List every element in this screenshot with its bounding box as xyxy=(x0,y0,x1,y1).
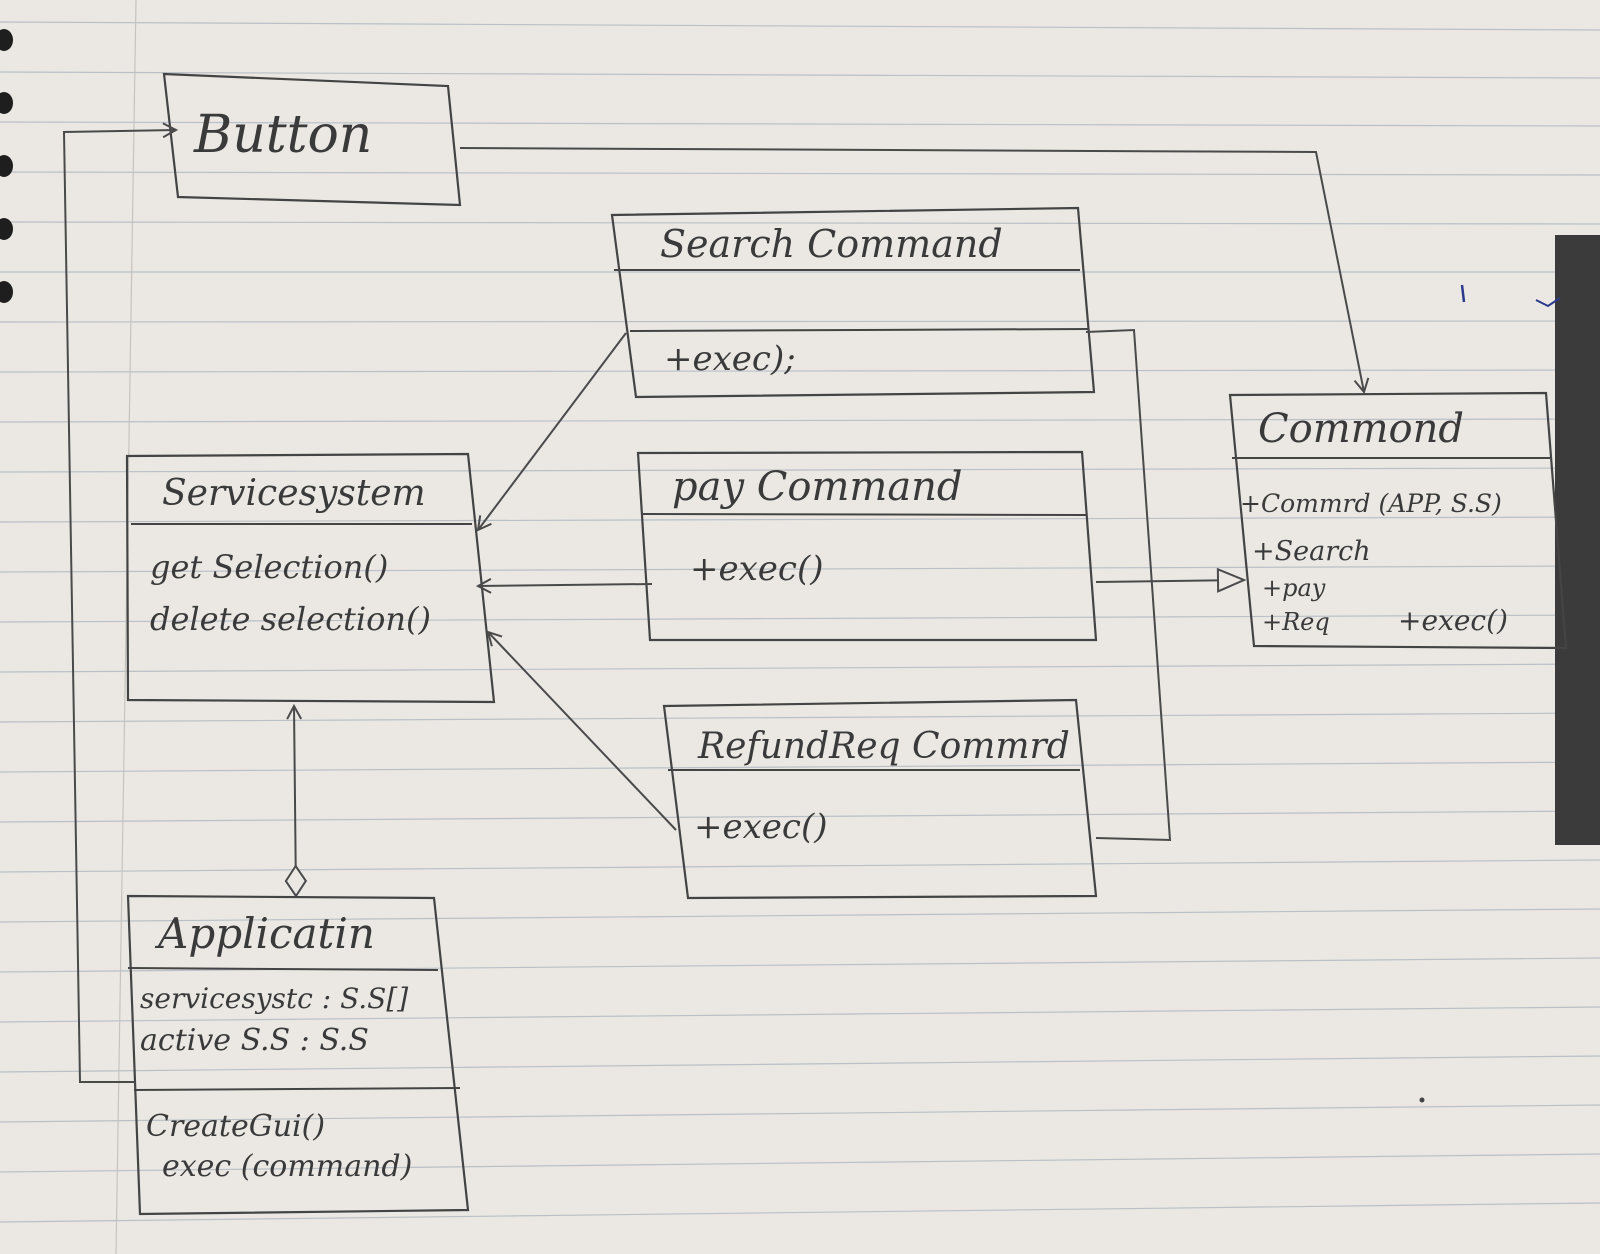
class-refund-req-command-name: RefundReq Commrd xyxy=(697,726,1070,767)
binder-edge xyxy=(1555,235,1600,845)
class-command: Commond +Commrd (APP, S.S) +Search +pay … xyxy=(1228,391,1568,650)
class-command-method-2: +Search xyxy=(1252,536,1371,567)
class-button: Button xyxy=(162,72,462,207)
class-application: Applicatin servicesystc : S.S[] active S… xyxy=(126,894,470,1216)
class-pay-command: pay Command +exec() xyxy=(636,450,1098,642)
edge-refund-to-service xyxy=(488,632,677,831)
edge-pay-to-command xyxy=(1095,580,1244,582)
edge-pay-to-service xyxy=(478,584,653,586)
class-service-system-name: Servicesystem xyxy=(162,473,426,514)
class-command-method-4: +Req xyxy=(1262,608,1330,636)
edge-button-to-command xyxy=(459,147,1364,392)
class-refund-req-command: RefundReq Commrd +exec() xyxy=(662,698,1098,900)
class-command-name: Commond xyxy=(1258,406,1464,452)
class-command-method-5: +exec() xyxy=(1398,604,1508,637)
class-pay-command-method: +exec() xyxy=(690,549,823,589)
class-button-name: Button xyxy=(193,105,372,165)
class-application-name: Applicatin xyxy=(154,909,375,958)
class-command-method-3: +pay xyxy=(1262,574,1326,602)
class-search-command-name: Search Command xyxy=(660,222,1003,266)
class-refund-req-command-method: +exec() xyxy=(694,807,827,847)
edge-application-to-service xyxy=(294,706,296,896)
class-application-method-2: exec (command) xyxy=(162,1149,412,1184)
class-command-method-1: +Commrd (APP, S.S) xyxy=(1240,489,1502,518)
class-application-attr-1: servicesystc : S.S[] xyxy=(140,982,408,1015)
class-application-method-1: CreateGui() xyxy=(146,1109,325,1144)
class-search-command-method: +exec); xyxy=(664,339,796,379)
edge-commands-bracket xyxy=(1085,328,1172,842)
stray-mark xyxy=(1419,1097,1425,1103)
class-search-command: Search Command +exec); xyxy=(610,206,1096,399)
edge-search-to-service xyxy=(478,332,627,530)
binding-holes xyxy=(0,29,13,303)
class-service-system-method-2: delete selection() xyxy=(150,600,431,638)
class-application-attr-2: active S.S : S.S xyxy=(140,1023,369,1058)
class-service-system: Servicesystem get Selection() delete sel… xyxy=(125,452,496,704)
edge-application-to-button xyxy=(62,130,176,1083)
class-pay-command-name: pay Command xyxy=(672,464,963,510)
stray-mark xyxy=(1460,284,1466,303)
stray-mark xyxy=(1535,297,1561,308)
class-service-system-method-1: get Selection() xyxy=(150,548,388,586)
